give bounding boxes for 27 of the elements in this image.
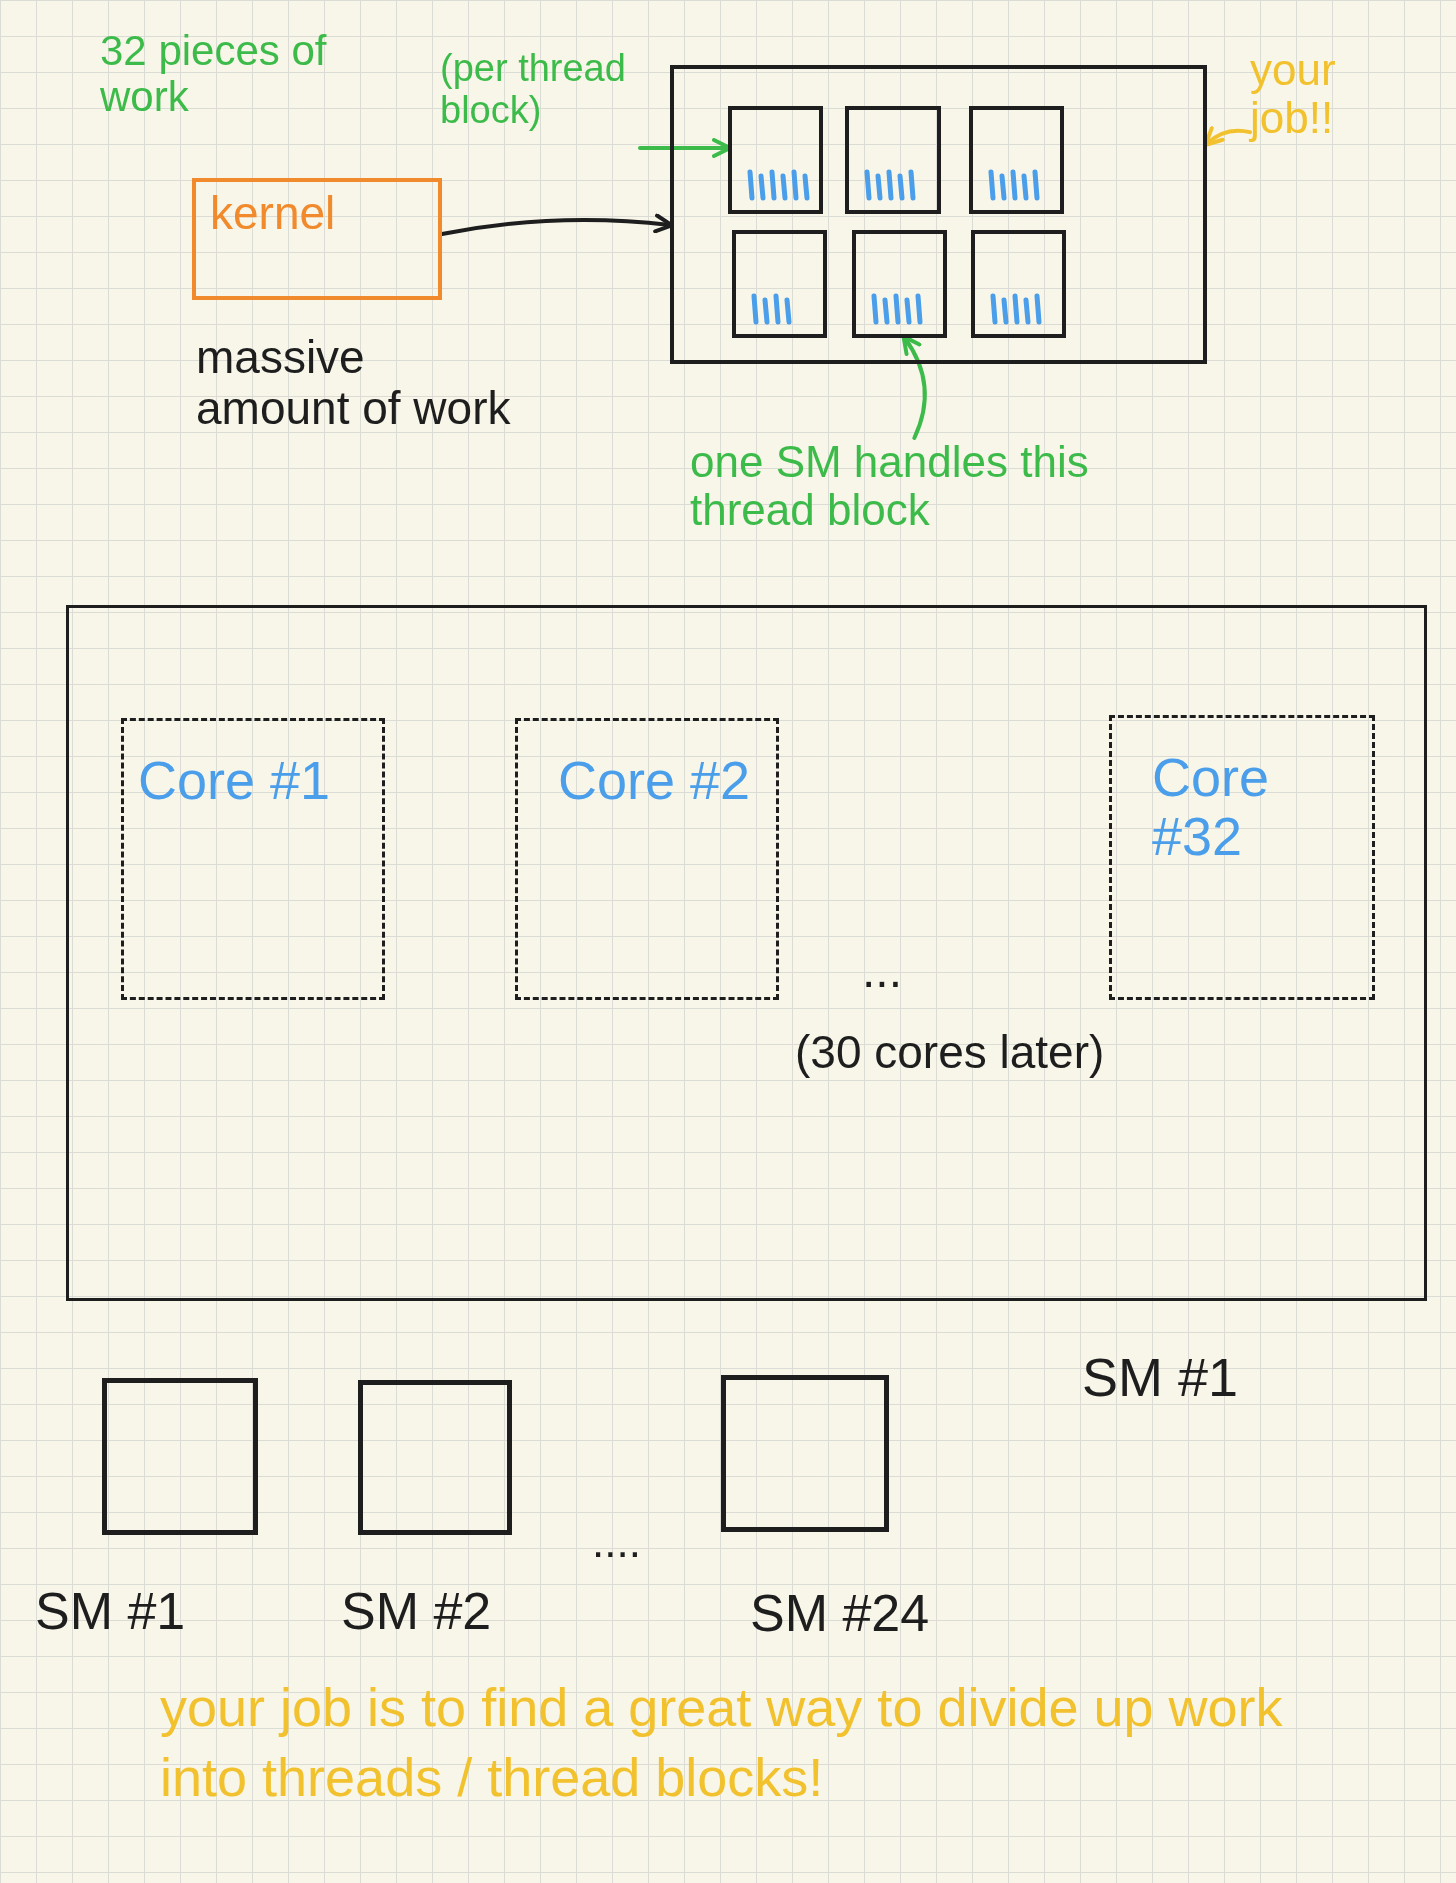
sm-label: SM #1 xyxy=(1082,1348,1240,1408)
thread-block-box xyxy=(845,106,941,214)
core-box xyxy=(515,718,779,1000)
ellipsis: ... xyxy=(862,945,903,998)
core-label: Core #1 xyxy=(138,751,332,811)
core-label: Core #2 xyxy=(558,751,752,811)
thread-block-box xyxy=(971,230,1066,338)
sm-label: SM #2 xyxy=(341,1583,493,1641)
caption: your job is to find a great way to divide up work into threads / thread blocks! xyxy=(160,1676,1284,1810)
thread-block-box xyxy=(732,230,827,338)
core-label: Core #32 xyxy=(1152,748,1271,867)
annotation-text: your job!! xyxy=(1250,46,1337,143)
note-text: (30 cores later) xyxy=(795,1027,1106,1078)
annotation-text: 32 pieces of work xyxy=(100,28,328,121)
box-label: kernel xyxy=(210,188,337,239)
ellipsis: .... xyxy=(592,1518,642,1567)
grid-box xyxy=(670,65,1207,364)
thread-block-box xyxy=(852,230,947,338)
annotation-text: massive amount of work xyxy=(196,332,512,434)
sm-label: SM #24 xyxy=(750,1585,931,1643)
thread-block-box xyxy=(728,106,823,214)
thread-block-box xyxy=(969,106,1064,214)
core-box xyxy=(121,718,385,1000)
annotation-text: one SM handles this thread block xyxy=(690,438,1090,535)
core-box xyxy=(1109,715,1375,1000)
sm-label: SM #1 xyxy=(35,1583,187,1641)
annotation-text: (per thread block) xyxy=(440,48,627,132)
